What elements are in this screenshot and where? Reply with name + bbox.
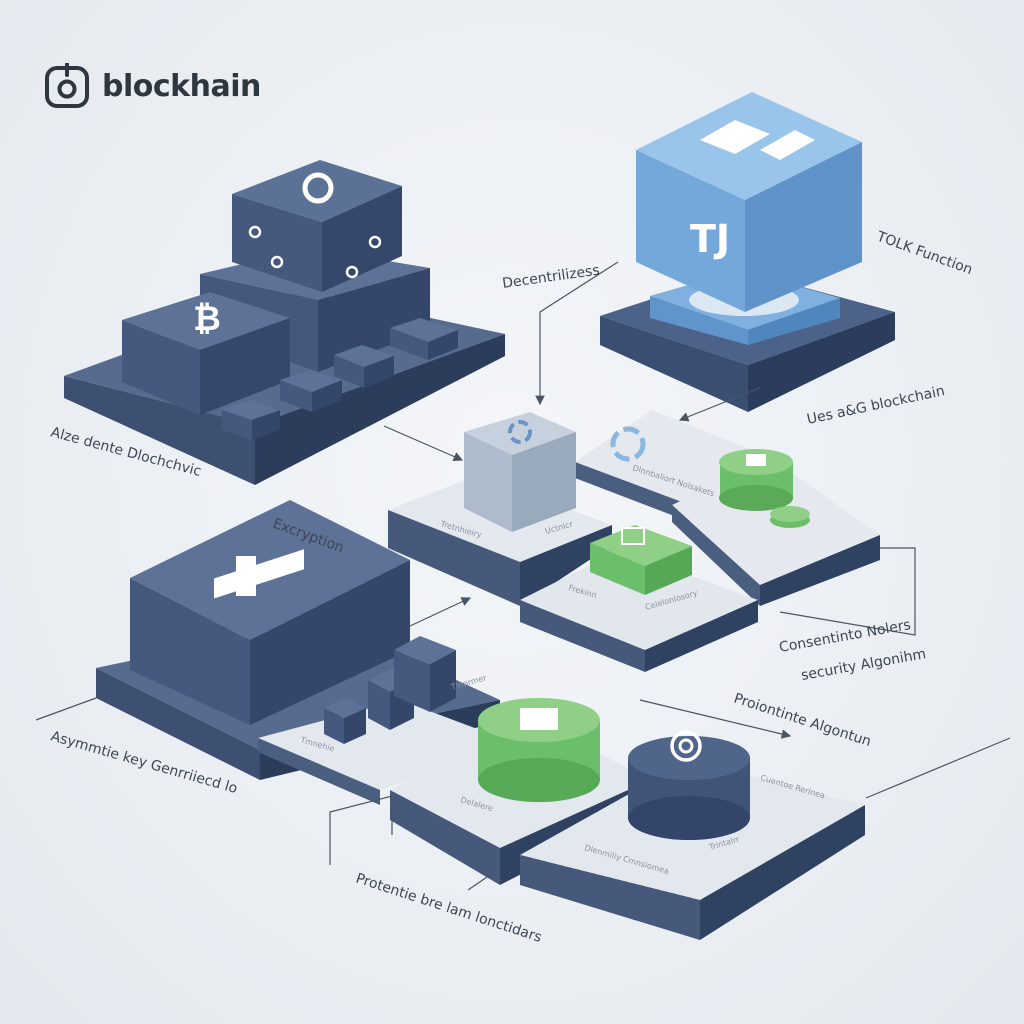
bitcoin-cube: ₿ xyxy=(122,292,290,415)
sync-icon xyxy=(508,420,532,444)
navy-cylinder xyxy=(628,730,750,840)
protocol-tile-cluster xyxy=(390,698,865,940)
small-cube xyxy=(390,318,458,360)
green-cylinder xyxy=(478,698,600,802)
tile xyxy=(520,550,758,672)
connectors xyxy=(35,261,1011,891)
recycle-cube xyxy=(464,412,576,532)
brand: blockhain xyxy=(44,62,261,110)
green-cube xyxy=(590,525,692,595)
decentralization-label: Decentrilizess xyxy=(501,262,600,291)
sync-ring-icon xyxy=(610,426,646,462)
green-token xyxy=(719,449,810,528)
gear-icon xyxy=(302,172,334,204)
light-tile-cluster xyxy=(388,410,880,672)
grid-block-icon xyxy=(746,454,766,466)
uses-blockchain-label: Ues a&G blockchain xyxy=(806,383,947,428)
grid-block-icon xyxy=(700,120,770,154)
security-algorithm-label: security Algonihm xyxy=(800,646,927,684)
architecture-platform: ₿ xyxy=(64,160,505,485)
gear-icon xyxy=(270,255,284,269)
tolk-function-label: TOLK Function xyxy=(874,228,975,278)
small-cube xyxy=(394,636,456,712)
bitcoin-icon: ₿ xyxy=(193,299,221,339)
grid-block-icon xyxy=(520,708,558,730)
small-cube xyxy=(324,698,366,744)
protocol-algorithm-label: Proiontinte Algontun xyxy=(732,691,873,751)
tolk-blue-cube: TJ xyxy=(636,92,862,312)
qr-icon xyxy=(621,527,645,545)
gear-icon xyxy=(248,225,262,239)
small-cube xyxy=(280,370,342,412)
brand-name: blockhain xyxy=(102,68,261,104)
small-cube xyxy=(222,400,280,440)
tile xyxy=(258,700,520,805)
protocol-functions-label: Protentie bre lam lonctidars xyxy=(354,871,544,946)
fingerprint-icon xyxy=(670,730,702,762)
gear-icon xyxy=(368,235,382,249)
blue-cube-glyph: TJ xyxy=(690,217,730,261)
encryption-cube xyxy=(130,500,410,725)
gear-icon xyxy=(345,265,359,279)
gear-cube xyxy=(232,160,402,292)
encryption-platform xyxy=(96,500,520,805)
lock-box-icon xyxy=(45,63,89,108)
small-cube xyxy=(334,345,394,388)
